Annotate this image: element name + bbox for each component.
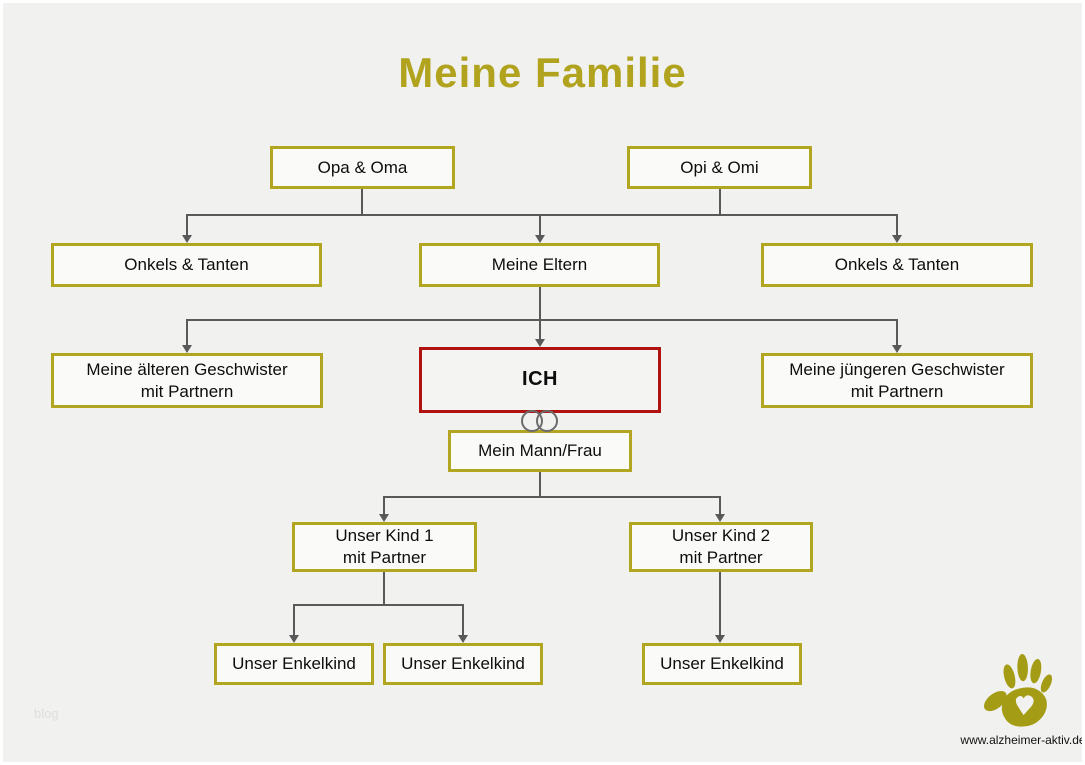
node-me: ICH — [419, 347, 661, 413]
connector-line — [186, 214, 897, 216]
connector-line — [896, 214, 898, 236]
node-child1: Unser Kind 1 mit Partner — [292, 522, 477, 572]
node-uncles-aunts-right: Onkels & Tanten — [761, 243, 1033, 287]
connector-line — [539, 287, 541, 321]
connector-line — [186, 319, 897, 321]
connector-line — [719, 189, 721, 216]
arrowhead-icon — [535, 339, 545, 347]
wedding-rings-icon — [536, 410, 558, 432]
node-younger-siblings: Meine jüngeren Geschwister mit Partnern — [761, 353, 1033, 408]
arrowhead-icon — [182, 235, 192, 243]
connector-line — [383, 496, 385, 515]
arrowhead-icon — [715, 514, 725, 522]
connector-line — [539, 472, 541, 498]
arrowhead-icon — [535, 235, 545, 243]
node-grandchild1: Unser Enkelkind — [214, 643, 374, 685]
connector-line — [186, 214, 188, 236]
connector-line — [896, 319, 898, 346]
node-grandparents-left: Opa & Oma — [270, 146, 455, 189]
connector-line — [293, 604, 295, 635]
connector-line — [719, 572, 721, 635]
node-uncles-aunts-left: Onkels & Tanten — [51, 243, 322, 287]
connector-line — [361, 189, 363, 216]
node-grandparents-right: Opi & Omi — [627, 146, 812, 189]
arrowhead-icon — [892, 345, 902, 353]
connector-line — [383, 496, 721, 498]
connector-line — [539, 214, 541, 236]
connector-line — [383, 572, 385, 606]
node-grandchild3: Unser Enkelkind — [642, 643, 802, 685]
blog-watermark: blog — [34, 706, 59, 721]
handprint-logo-icon — [983, 653, 1053, 727]
node-older-siblings: Meine älteren Geschwister mit Partnern — [51, 353, 323, 408]
page-title: Meine Familie — [398, 49, 687, 96]
connector-line — [539, 319, 541, 340]
website-url: www.alzheimer-aktiv.de — [960, 733, 1085, 747]
connector-line — [462, 604, 464, 635]
arrowhead-icon — [892, 235, 902, 243]
connector-line — [719, 496, 721, 515]
node-child2: Unser Kind 2 mit Partner — [629, 522, 813, 572]
arrowhead-icon — [379, 514, 389, 522]
connector-line — [186, 319, 188, 346]
arrowhead-icon — [289, 635, 299, 643]
connector-line — [293, 604, 464, 606]
node-parents: Meine Eltern — [419, 243, 660, 287]
arrowhead-icon — [715, 635, 725, 643]
node-grandchild2: Unser Enkelkind — [383, 643, 543, 685]
arrowhead-icon — [182, 345, 192, 353]
arrowhead-icon — [458, 635, 468, 643]
node-spouse: Mein Mann/Frau — [448, 430, 632, 472]
